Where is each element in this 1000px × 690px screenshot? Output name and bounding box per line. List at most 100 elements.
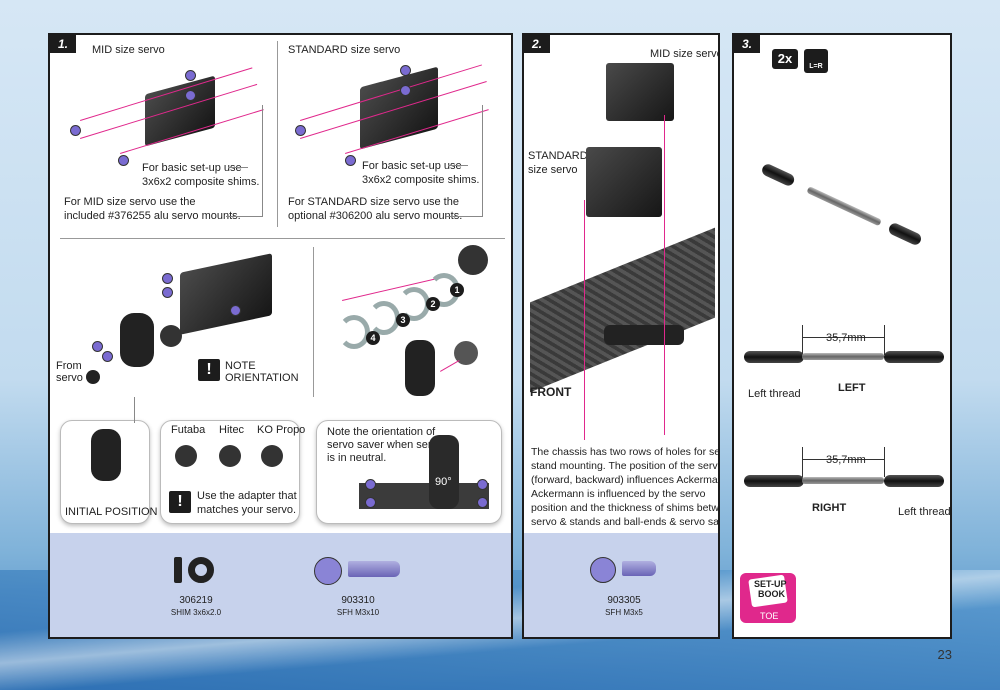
initial-position-bubble: INITIAL POSITION bbox=[60, 420, 158, 524]
servo-horn-adapter bbox=[458, 245, 488, 275]
screw-icon bbox=[118, 155, 129, 166]
standard-servo-title: STANDARD size servo bbox=[288, 44, 401, 56]
description-line: stand mounting. The position of the serv… bbox=[531, 460, 720, 472]
quantity-badge: 2x bbox=[772, 49, 798, 69]
sequence-number: 3 bbox=[396, 313, 410, 327]
mid-servo-title: MID size servo bbox=[92, 44, 165, 56]
assembly-arrow bbox=[440, 360, 460, 372]
screw-icon bbox=[162, 287, 173, 298]
assembly-arrow bbox=[584, 200, 585, 440]
description-line: servo & stands and ball-ends & servo sav… bbox=[531, 516, 720, 528]
part-code: 903305 bbox=[607, 595, 641, 606]
orientation-note-1: Note the orientation of bbox=[327, 426, 436, 438]
screw-icon bbox=[295, 125, 306, 136]
setup-book-badge: SET-UP BOOK TOE bbox=[740, 573, 796, 623]
dimension-tick bbox=[884, 325, 885, 355]
leader-line bbox=[262, 105, 263, 217]
orientation-note-2: servo saver when servo bbox=[327, 439, 444, 451]
adapter-note-1: Use the adapter that bbox=[197, 490, 297, 502]
screw-icon bbox=[230, 305, 241, 316]
screw-icon bbox=[477, 497, 488, 508]
orientation-note-3: is in neutral. bbox=[327, 452, 387, 464]
part-903305: 903305 SFH M3x5 bbox=[586, 595, 662, 619]
leader-line bbox=[134, 397, 135, 423]
dimension-line bbox=[802, 459, 884, 460]
screw-icon bbox=[477, 479, 488, 490]
adapter-icon bbox=[175, 445, 197, 467]
ball-end bbox=[884, 351, 944, 363]
mid-servo-illustration bbox=[606, 63, 674, 121]
brand-label: KO Propo bbox=[257, 424, 306, 436]
note-icon: ! bbox=[169, 491, 191, 513]
leader-line bbox=[448, 165, 468, 166]
horizontal-divider bbox=[60, 238, 505, 239]
dimension-line bbox=[802, 337, 884, 338]
screw-icon bbox=[365, 497, 376, 508]
adapter-note-2: matches your servo. bbox=[197, 504, 297, 516]
initial-position-label: INITIAL POSITION bbox=[65, 506, 158, 518]
assembly-arrow bbox=[664, 115, 665, 435]
shim-icon bbox=[400, 85, 411, 96]
adapter-bubble: Futaba Hitec KO Propo ! Use the adapter … bbox=[160, 420, 305, 524]
steering-linkage-illustration bbox=[604, 325, 684, 345]
step-number: 1. bbox=[50, 35, 76, 53]
part-306219: 306219 SHIM 3x6x2.0 bbox=[158, 595, 234, 619]
servo-saver-illustration bbox=[120, 313, 154, 367]
leader-line bbox=[446, 216, 482, 217]
sequence-number: 1 bbox=[450, 283, 464, 297]
turnbuckle-rod bbox=[806, 186, 882, 227]
step-number: 3. bbox=[734, 35, 760, 53]
std-shim-note-1: For basic set-up use bbox=[362, 160, 462, 172]
shim-ring bbox=[338, 315, 370, 349]
description-line: The chassis has two rows of holes for se… bbox=[531, 446, 720, 458]
right-thread-label: Left thread bbox=[898, 506, 951, 518]
part-code: 306219 bbox=[179, 595, 213, 606]
screw-icon bbox=[92, 341, 103, 352]
turnbuckle-rod bbox=[802, 353, 884, 360]
screw-head-icon bbox=[314, 557, 342, 585]
orientation-bubble: Note the orientation of servo saver when… bbox=[316, 420, 502, 524]
front-label: FRONT bbox=[530, 385, 572, 399]
setup-book-label-1: SET-UP bbox=[754, 579, 787, 589]
turnbuckle-exploded-illustration bbox=[760, 162, 923, 247]
std-shim-note-2: 3x6x2 composite shims. bbox=[362, 174, 480, 186]
screw-head-icon bbox=[590, 557, 616, 583]
ball-end bbox=[744, 475, 804, 487]
ball-end bbox=[760, 162, 797, 188]
shim-icon bbox=[185, 90, 196, 101]
brand-label: Hitec bbox=[219, 424, 245, 436]
step-1-panel: 1. MID size servo For basic set-up use 3… bbox=[48, 33, 513, 639]
standard-servo-illustration bbox=[586, 147, 662, 217]
turnbuckle-rod bbox=[802, 477, 884, 484]
shim-icon bbox=[400, 65, 411, 76]
left-right-badge: L=R bbox=[804, 49, 828, 73]
page-number: 23 bbox=[937, 647, 952, 662]
screw-icon bbox=[70, 125, 81, 136]
parts-strip: 903305 SFH M3x5 bbox=[524, 533, 718, 637]
brand-label: Futaba bbox=[171, 424, 206, 436]
standard-servo-title-1: STANDARD bbox=[528, 150, 588, 162]
adapter-icon bbox=[219, 445, 241, 467]
servo-saver-illustration bbox=[429, 435, 459, 509]
screw-side-icon bbox=[622, 561, 656, 576]
note-label-1: NOTE bbox=[225, 360, 256, 372]
mid-shim-note-1: For basic set-up use bbox=[142, 162, 242, 174]
left-thread-label: Left thread bbox=[748, 388, 801, 400]
sequence-number: 4 bbox=[366, 331, 380, 345]
description-line: position and the thickness of shims betw… bbox=[531, 502, 720, 514]
shim-part-icon bbox=[188, 557, 214, 583]
description-line: (forward, backward) influences Ackermann… bbox=[531, 474, 720, 486]
shim-icon bbox=[185, 70, 196, 81]
screw-icon bbox=[162, 273, 173, 284]
adapter-illustration bbox=[86, 370, 100, 384]
dimension-tick bbox=[884, 447, 885, 477]
screw-side-icon bbox=[348, 561, 400, 577]
leader-line bbox=[228, 167, 248, 168]
servo-saver-illustration bbox=[91, 429, 121, 481]
servo-body bbox=[359, 483, 489, 509]
shim-part-icon bbox=[174, 557, 182, 583]
dimension-label-right: 35,7mm bbox=[826, 454, 866, 466]
from-servo-label-1: From bbox=[56, 360, 82, 372]
std-mount-note-2: optional #306200 alu servo mounts. bbox=[288, 210, 463, 222]
leader-line bbox=[482, 105, 483, 217]
